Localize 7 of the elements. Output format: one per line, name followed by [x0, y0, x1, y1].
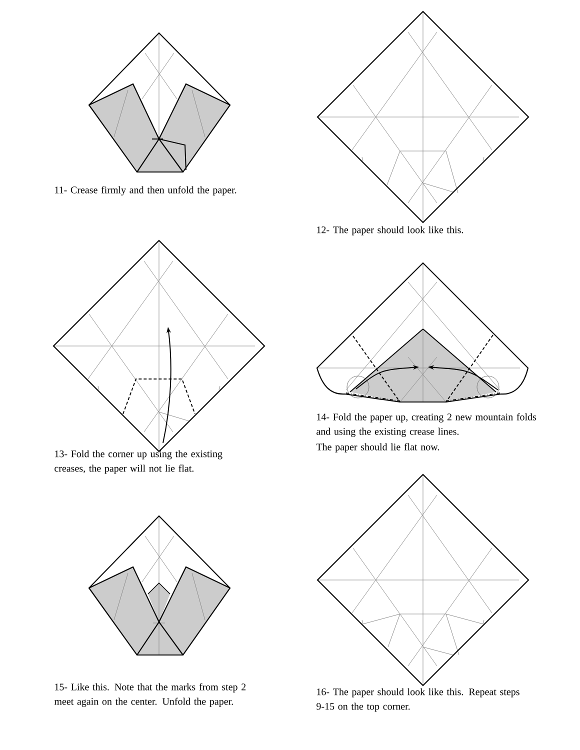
step-caption: 11- Crease firmly and then unfold the paper.: [55, 186, 236, 196]
step-caption: 16- The paper should look like this. Repeat steps 9-15 on the top corner.: [316, 688, 520, 712]
step-caption: The paper should lie flat now.: [316, 443, 440, 452]
step-caption: 15- Like this. Note that the marks from step 2 meet again on the center. Unfold the paper.: [54, 683, 246, 707]
step-caption: 12- The paper should look like this.: [317, 226, 463, 236]
step-caption: 14- Fold the paper up, creating 2 new mountain folds and using the existing crease lines.: [316, 413, 536, 437]
step-caption: 13- Fold the corner up using the existing creases, the paper will not lie flat.: [54, 450, 222, 474]
